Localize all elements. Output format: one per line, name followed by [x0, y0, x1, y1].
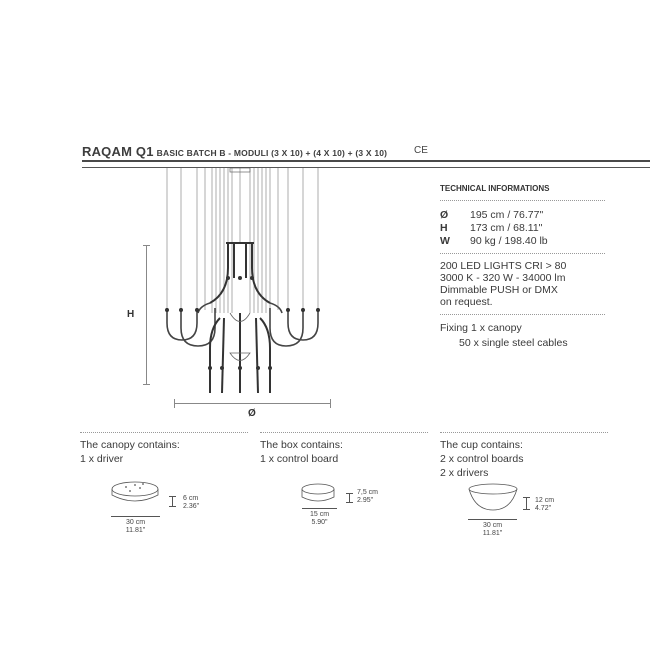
dotted-divider [440, 314, 605, 315]
fixing-info: Fixing 1 x canopy 50 x single steel cabl… [440, 322, 568, 349]
fixing-line: 1 x canopy [470, 322, 522, 334]
canopy-item: 1 x driver [80, 453, 124, 465]
diameter-label: Ø [248, 408, 256, 419]
canopy-width: 30 cm 11.81" [111, 519, 160, 535]
dotted-divider [260, 432, 428, 433]
canopy-height-in: 2.36" [183, 503, 200, 510]
lighting-line: 3000 K - 320 W - 34000 lm [440, 272, 566, 284]
height-marker [172, 496, 173, 507]
width-marker [111, 516, 160, 517]
canopy-height: 6 cm 2.36" [183, 495, 199, 511]
cup-height: 12 cm 4.72" [535, 497, 554, 513]
box-height: 7,5 cm 2.95" [357, 489, 378, 505]
box-height-in: 2.95" [357, 497, 374, 504]
height-marker-cap [523, 497, 530, 498]
spec-key: Ø [440, 209, 449, 221]
cup-width-cm: 30 cm [482, 522, 503, 529]
box-illustration [301, 483, 335, 502]
box-item: 1 x control board [260, 453, 339, 465]
diameter-dimension-cap [174, 399, 175, 408]
ceiling-line [82, 167, 650, 168]
spec-height: H 173 cm / 68.11" [440, 222, 620, 236]
cup-height-cm: 12 cm [535, 497, 555, 504]
height-marker-cap [169, 506, 176, 507]
height-marker-cap [346, 493, 353, 494]
box-width-in: 5.90" [311, 519, 328, 526]
fixing-line: 50 x single steel cables [459, 337, 568, 349]
spec-weight: W 90 kg / 198.40 lb [440, 235, 620, 249]
canopy-width-cm: 30 cm [125, 519, 146, 526]
cup-width-in: 11.81" [482, 530, 503, 537]
height-label: H [127, 309, 135, 320]
spec-diameter: Ø 195 cm / 76.77" [440, 209, 620, 223]
canopy-title: The canopy contains: [80, 439, 180, 451]
cup-item: 2 x drivers [440, 467, 489, 479]
cup-width: 30 cm 11.81" [468, 522, 517, 538]
spec-key: W [440, 235, 450, 247]
dotted-divider [440, 200, 605, 201]
spec-value: 195 cm / 76.77" [470, 209, 544, 221]
canopy-illustration [111, 481, 159, 502]
canopy-section: The canopy contains: 1 x driver [80, 438, 180, 466]
height-marker-cap [346, 502, 353, 503]
height-dimension-cap [143, 384, 150, 385]
cup-illustration [468, 483, 518, 511]
lighting-line: on request. [440, 296, 493, 308]
width-marker [468, 519, 517, 520]
height-marker-cap [523, 509, 530, 510]
height-dimension-line [146, 245, 147, 385]
height-dimension-cap [143, 245, 150, 246]
canopy-height-cm: 6 cm [183, 495, 199, 502]
product-subtitle: BASIC BATCH B - MODULI (3 X 10) + (4 X 1… [156, 148, 388, 158]
box-title: The box contains: [260, 439, 343, 451]
technical-title: TECHNICAL INFORMATIONS [440, 184, 550, 193]
height-marker-cap [169, 496, 176, 497]
product-name: RAQAM Q1 [82, 144, 154, 159]
dotted-divider [440, 432, 608, 433]
fixing-label: Fixing [440, 322, 469, 334]
box-section: The box contains: 1 x control board [260, 438, 343, 466]
dotted-divider [80, 432, 248, 433]
canopy-width-in: 11.81" [125, 527, 146, 534]
spec-key: H [440, 222, 448, 234]
box-width-cm: 15 cm [309, 511, 330, 518]
ce-mark: CE [414, 145, 428, 156]
diameter-dimension-cap [330, 399, 331, 408]
height-marker [526, 497, 527, 510]
lighting-info: 200 LED LIGHTS CRI > 80 3000 K - 320 W -… [440, 260, 566, 308]
chandelier-drawing [165, 168, 320, 394]
diameter-dimension-line [174, 403, 330, 404]
spec-value: 173 cm / 68.11" [470, 222, 543, 234]
cup-item: 2 x control boards [440, 453, 524, 465]
dotted-divider [440, 253, 605, 254]
height-marker [349, 493, 350, 503]
width-marker [302, 508, 337, 509]
box-height-cm: 7,5 cm [357, 489, 379, 496]
cup-title: The cup contains: [440, 439, 523, 451]
lighting-line: Dimmable PUSH or DMX [440, 284, 558, 296]
spec-value: 90 kg / 198.40 lb [470, 235, 548, 247]
box-width: 15 cm 5.90" [297, 511, 342, 527]
lighting-line: 200 LED LIGHTS CRI > 80 [440, 260, 567, 272]
cup-section: The cup contains: 2 x control boards 2 x… [440, 438, 523, 480]
header-divider [82, 160, 650, 162]
cup-height-in: 4.72" [535, 505, 552, 512]
